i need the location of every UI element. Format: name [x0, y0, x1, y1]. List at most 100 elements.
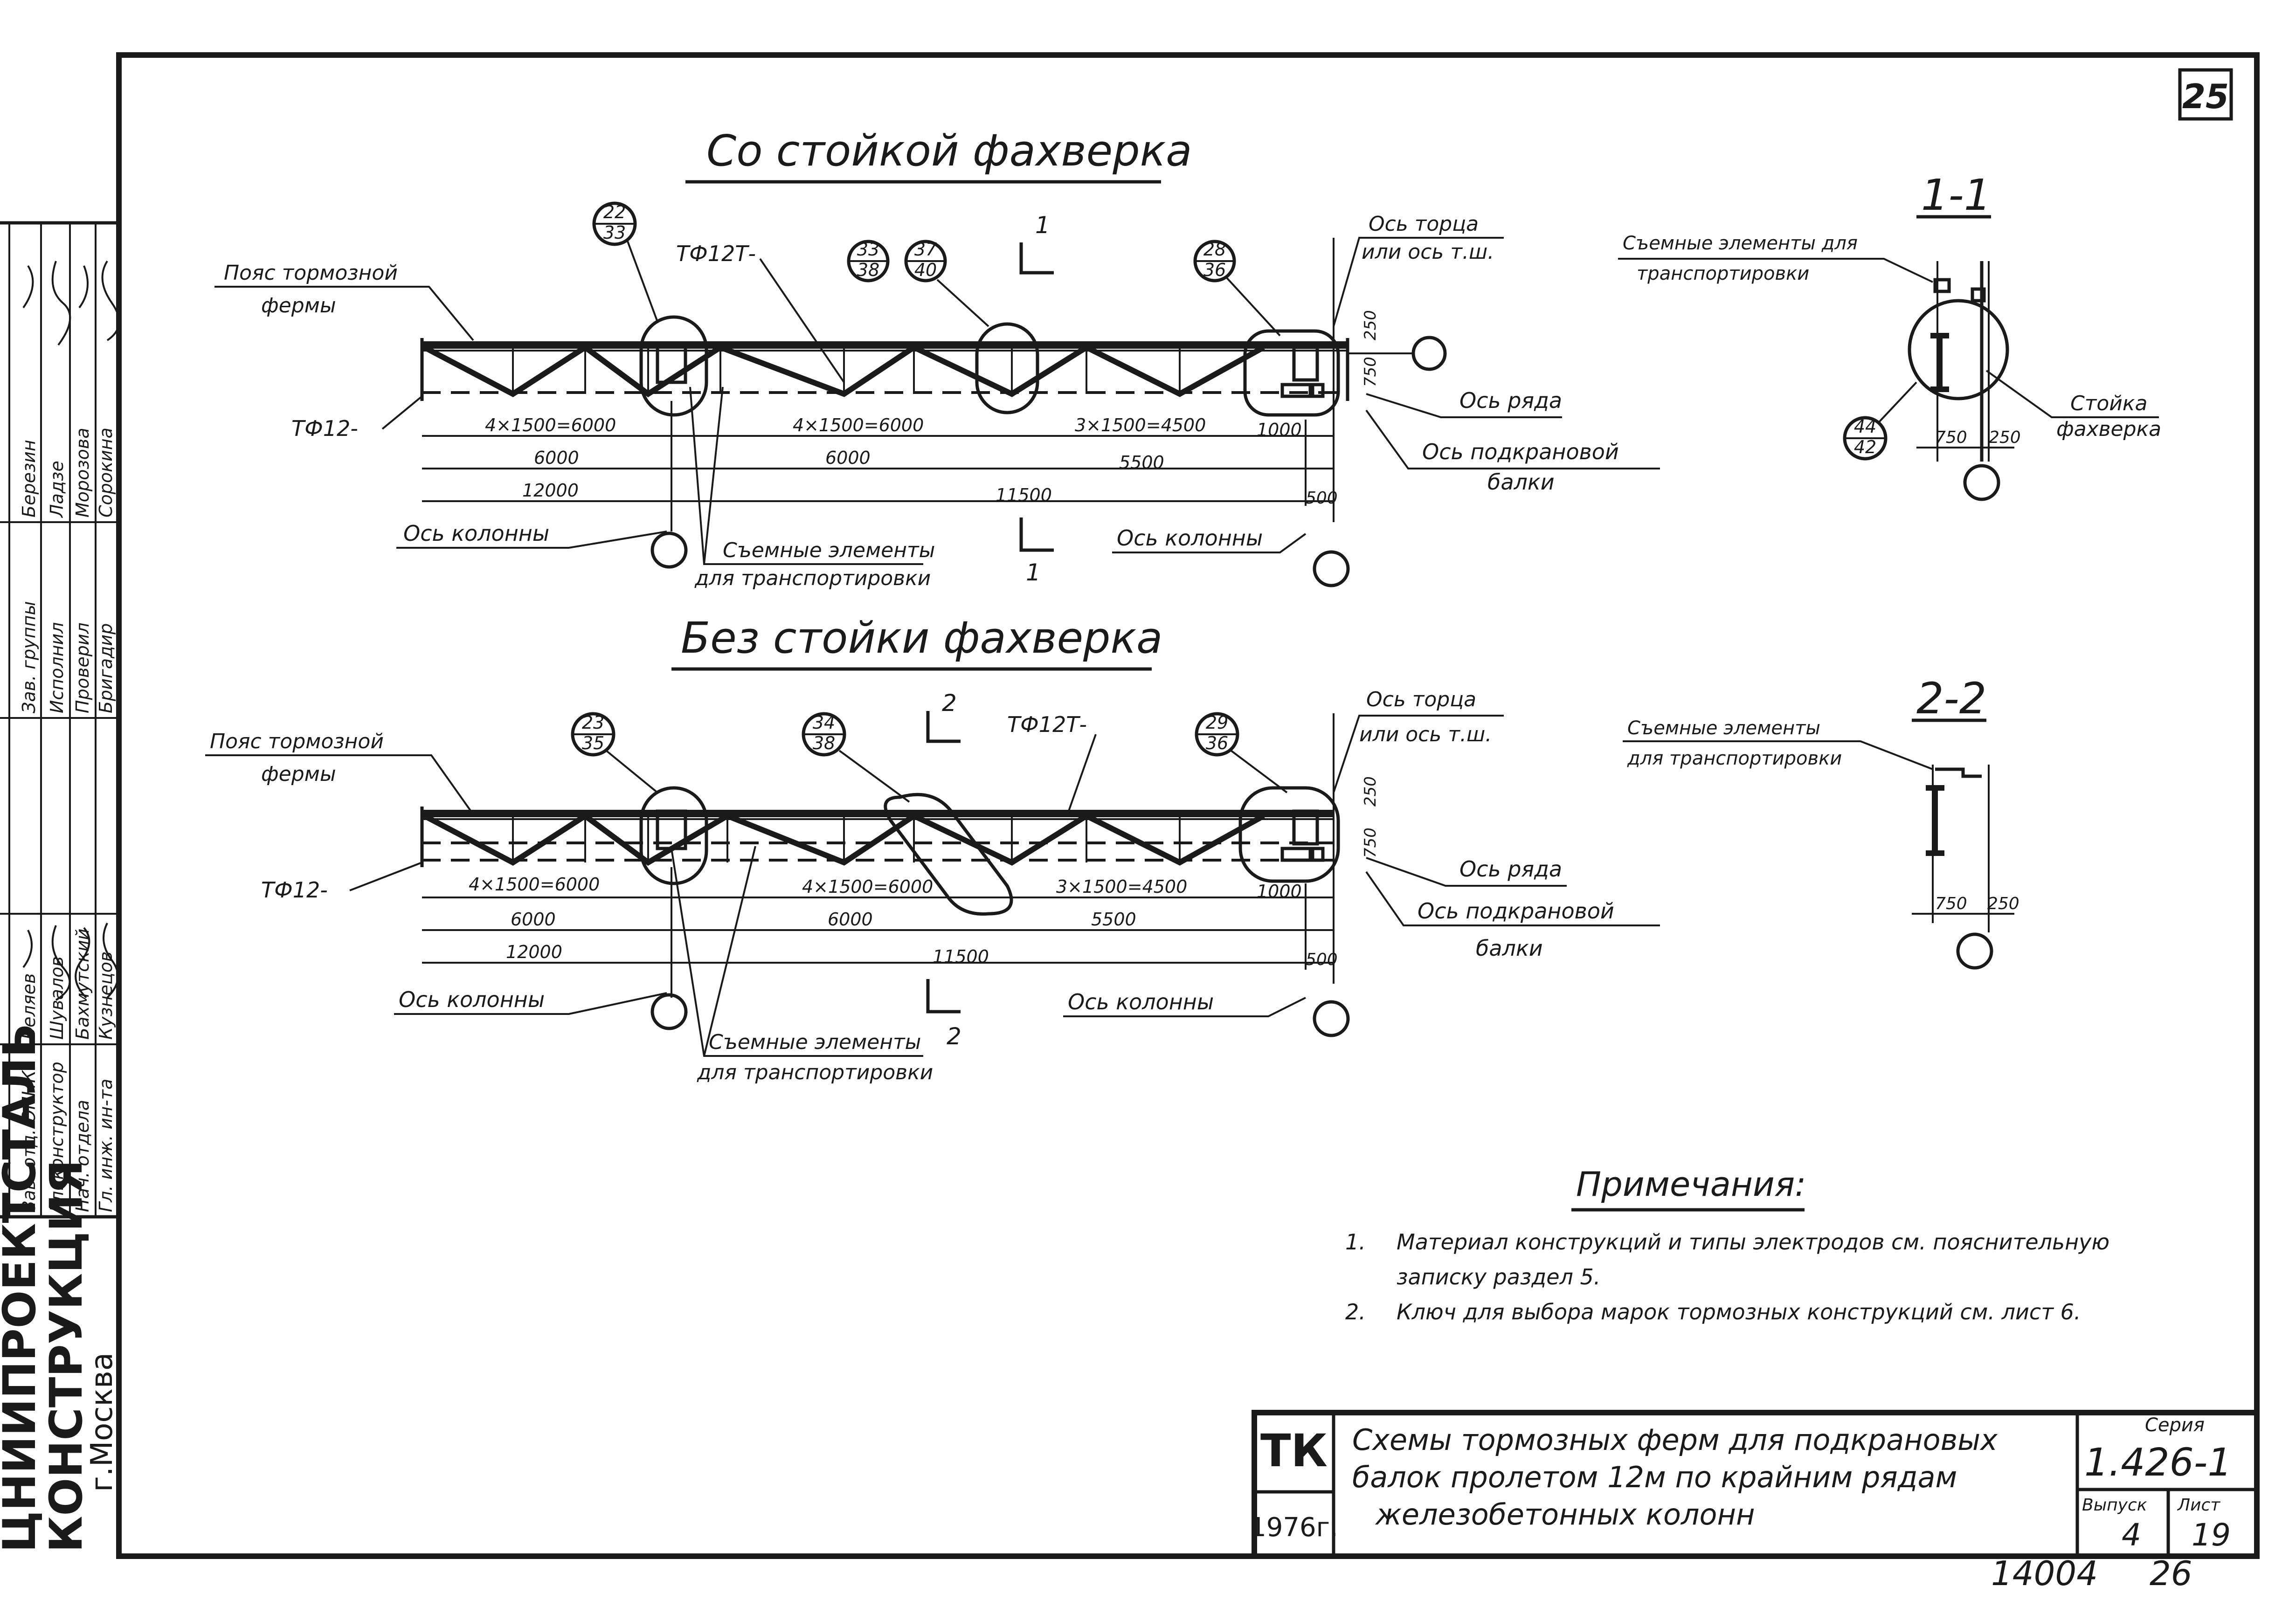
chord-label-2b: фермы [261, 762, 336, 786]
section-2-2: 2-2 Съемные элементы для транспортировки… [1623, 674, 2019, 970]
diagram1-title: Со стойкой фахверка [706, 126, 1192, 176]
bubble-23-35 [571, 712, 615, 757]
dim1-4x1500-a: 4×1500=6000 [485, 415, 616, 435]
bubble-33-38 [847, 240, 890, 283]
column-axis-left-2: Ось колонны [399, 987, 545, 1012]
sheet-label: Лист [2177, 1496, 2220, 1515]
dim2-6000-a: 6000 [511, 909, 556, 930]
dim1-6000-b: 6000 [825, 448, 871, 468]
role-group-head: Зав. группы [19, 601, 39, 713]
note-1-num: 1. [1345, 1229, 1366, 1255]
diagram-without-post: Без стойки фахверка 23 35 34 38 29 36 По… [205, 613, 1660, 1084]
title-line-1: Схемы тормозных ферм для подкрановых [1352, 1423, 1998, 1457]
section2-removable-2: для транспортировки [1627, 748, 1842, 769]
section2-dim-750: 750 [1935, 894, 1967, 913]
section-cut-2-top: 2 [942, 690, 957, 717]
dim2-1000: 1000 [1257, 881, 1302, 902]
dim1-5500: 5500 [1119, 452, 1164, 473]
approval-strip: Гл. инж. ин-та Нач. отдела Гл. конструкт… [0, 221, 120, 1219]
section2-removable-1: Съемные элементы [1627, 717, 1820, 739]
truss-mark: ТФ12Т- [676, 241, 756, 266]
beam-axis-2-1: Ось подкрановой [1418, 898, 1614, 924]
diagram-with-post: Со стойкой фахверка 22 33 33 38 37 4 [214, 126, 1660, 590]
dim2-6000-b: 6000 [828, 909, 873, 930]
end-axis-2-2: или ось т.ш. [1359, 723, 1492, 746]
section2-title: 2-2 [1916, 674, 1986, 724]
chord-label-1: Пояс тормозной [224, 261, 398, 285]
role-brigadier: Бригадир [96, 623, 116, 713]
sheet-value: 19 [2192, 1517, 2231, 1553]
bubble-44-42-bottom: 42 [1854, 437, 1876, 457]
column-axis-circle-left-2 [650, 993, 688, 1030]
section1-detail-circle [1908, 299, 2009, 400]
archive-page: 26 [2150, 1554, 2192, 1593]
name-morozova: Морозова [72, 428, 93, 517]
note-1-line-2: записку раздел 5. [1397, 1264, 1600, 1290]
section1-axis-circle [1963, 464, 2000, 501]
vdim-750: 750 [1361, 357, 1380, 387]
name-shuvalov: Шувалов [47, 956, 67, 1040]
section-cut-1-top: 1 [1035, 212, 1050, 239]
bubble-23-35-bottom: 35 [582, 733, 604, 753]
series-label: Серия [2145, 1414, 2205, 1436]
bubble-28-36-top: 28 [1203, 239, 1226, 260]
dim1-6000-a: 6000 [534, 448, 579, 468]
column-axis-right: Ось колонны [1117, 525, 1263, 551]
column-axis-circle-right [1313, 550, 1350, 587]
bubble-37-40-top: 37 [914, 239, 937, 260]
org-line2: КОНСТРУКЦИЯ [40, 1159, 92, 1552]
section-1-1: 1-1 Съемные элементы для транспортировки… [1618, 170, 2161, 501]
end-axis-2-1: Ось торца [1366, 688, 1476, 711]
bubble-37-40 [904, 240, 947, 283]
archive-number: 14004 [1991, 1554, 2098, 1593]
vdim-250: 250 [1361, 310, 1380, 340]
row-axis-label: Ось ряда [1459, 388, 1562, 413]
bubble-28-36 [1193, 240, 1236, 283]
beam-axis-2: балки [1487, 469, 1555, 495]
note-1-line-1: Материал конструкций и типы электродов с… [1397, 1229, 2109, 1255]
dim1-4x1500-b: 4×1500=6000 [793, 415, 924, 435]
section1-removable-1: Съемные элементы для [1623, 233, 1858, 254]
name-berezin: Березин [19, 440, 39, 517]
org-line1: ЦНИИПРОЕКТСТАЛЬ [0, 1023, 46, 1552]
name-kuznetsov: Кузнецов [96, 952, 116, 1040]
bubble-33-38-bottom: 38 [857, 260, 879, 280]
role-dept-head: Нач. отдела [72, 1100, 93, 1212]
bubble-29-36-top: 29 [1206, 712, 1228, 733]
truss-posts-2 [512, 816, 1181, 862]
page-number: 25 [2182, 77, 2229, 116]
beam-axis-1: Ось подкрановой [1422, 439, 1619, 464]
bubble-34-38-bottom: 38 [813, 733, 835, 753]
title-year: 1976г. [1250, 1512, 1338, 1543]
bubble-28-36-bottom: 36 [1203, 260, 1226, 280]
diagram2-title: Без стойки фахверка [681, 613, 1162, 663]
removable-1b: для транспортировки [694, 566, 931, 590]
removable-1a: Съемные элементы [723, 538, 935, 562]
title-block: ТК 1976г. Схемы тормозных ферм для подкр… [1250, 1410, 2260, 1559]
detail-oval-2 [975, 322, 1039, 414]
beam-axis-2-2: балки [1476, 936, 1543, 961]
issue-label: Выпуск [2082, 1496, 2147, 1515]
detail-oval-2-3 [1238, 786, 1340, 883]
post-label-1: Стойка [2070, 392, 2147, 415]
dim2-500: 500 [1306, 950, 1338, 969]
section2-dim-250: 250 [1987, 894, 2019, 913]
vdim2-250: 250 [1361, 776, 1380, 807]
end-mark: ТФ12- [291, 416, 358, 441]
vdim2-750: 750 [1361, 828, 1380, 858]
column-axis-circle-right-2 [1313, 1000, 1350, 1037]
truss-posts [512, 347, 1181, 394]
dim1-11500: 11500 [996, 485, 1052, 505]
end-axis-1: Ось торца [1369, 212, 1479, 236]
role-checked: Проверил [72, 622, 93, 713]
bubble-37-40-bottom: 40 [914, 260, 937, 280]
series-value: 1.426-1 [2084, 1441, 2232, 1485]
sheet-frame [116, 52, 2260, 1559]
chord-label-2a: Пояс тормозной [210, 730, 384, 753]
bubble-23-35-top: 23 [582, 712, 604, 733]
name-sorokina: Сорокина [96, 428, 116, 517]
dim1-12000: 12000 [522, 480, 579, 501]
title-line-3: железобетонных колонн [1375, 1497, 1755, 1531]
dim2-4x1500-a: 4×1500=6000 [469, 874, 600, 895]
axis-circle-right-1 [1411, 336, 1447, 371]
